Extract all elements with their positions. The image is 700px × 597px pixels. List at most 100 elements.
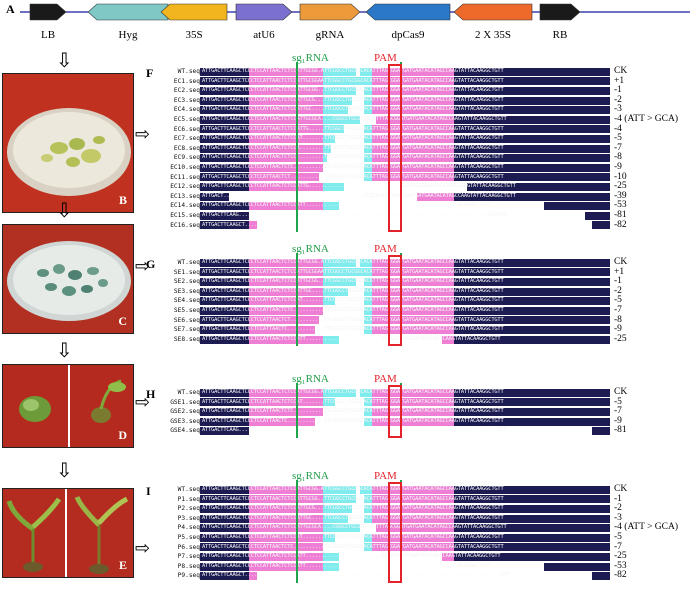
sequence-name: EC8.seq [173,144,200,152]
deletion-gap [355,388,360,397]
mutation-label: -39 [614,190,627,201]
conserved-region [249,77,348,86]
sequence-end [592,485,610,494]
sequence-text: ATTGACTTCAAGCTCCCTCCATTAACTCTCCATTGC....… [202,514,504,521]
sequence-name: SE1.seq [173,268,200,276]
deletion-gap [355,495,364,504]
right-arrow-icon: ⇨ [135,392,151,413]
mutation-label: -7 [614,541,622,552]
conserved-region [372,287,455,296]
sequence-text: ATTGACTTCAAGCTCCCTCCATTAACTCTCCAT.......… [202,135,504,142]
mutation-label: -10 [614,171,627,182]
deletion-gap [331,144,364,153]
sequence-text: ATTGACTTCAAGCTCCCTCCATTAACTCT...........… [202,316,504,323]
sequence-name: P2.seq [177,505,200,513]
deletion-gap [335,533,364,542]
sequence-name: EC5.seq [173,115,200,123]
mutation-label: -5 [614,531,622,542]
mutation-label: -1 [614,276,622,287]
construct-label: RB [552,29,568,41]
sequence-text: ATTGACTTCAAGCTCCCTCCATTAACTC............… [202,326,504,333]
sequence-bar [200,407,610,416]
mutation-label: -9 [614,161,622,172]
sgrna-marker-line [296,62,298,233]
photo-letter-d: D [118,428,127,442]
conserved-region [249,316,319,325]
sequence-text: ATTGACTTCAAGCTCCCTCCATTAACTCTCCATTG.....… [202,183,516,190]
construct-diagram [20,3,690,21]
conserved-region [372,258,455,267]
conserved-region [249,106,348,115]
variable-region [323,524,373,533]
sequence-end [592,514,610,523]
sequence-text: ATTGACTTCAAGCTCCCTCCATTAACTCTCC.........… [202,154,504,161]
right-arrow-icon: ⇨ [135,538,151,559]
sequence-name: EC2.seq [173,87,200,95]
sequence-name: WT.seq [177,259,200,266]
photo-letter-b: B [118,193,127,207]
deletion-gap [359,115,377,124]
conserved-region [249,543,323,552]
conserved-region [249,325,315,334]
conserved-region [372,268,455,277]
conserved-region [249,524,348,533]
mutation-label: -5 [614,396,622,407]
sequence-end [592,106,610,115]
photo-d: D [2,364,134,448]
sequence-end [592,407,610,416]
sequence-name: EC16.seq [170,221,200,229]
sequence-end [592,552,610,561]
sequence-text: ATTGACTTCAAGCTCCCTCCATTAACTCTCCATTGCGG..… [202,87,504,94]
mutation-label: -2 [614,94,622,105]
sequence-bar [200,543,610,552]
conserved-region [372,485,455,494]
panel-letter-a: A [6,2,15,16]
sequence-text: ATTGACTTCAAGCTCCCTCCATTAACTCTCCATTGCGG.A… [202,486,504,492]
sequence-bar [200,417,610,426]
sequence-bar [200,297,610,306]
sequence-text: ATTGACTTCAAGCT..........................… [202,221,504,228]
sequence-end [592,335,610,344]
sequence-bar [200,268,610,277]
sequence-name: WT.seq [177,486,200,493]
sequence-end [592,125,610,134]
sequence-end [592,277,610,286]
sequence-name: P7.seq [177,553,200,561]
sequence-bar [200,325,610,334]
deletion-gap [355,86,364,95]
conserved-region [372,417,455,426]
conserved-region [417,192,455,201]
sgrna-marker-line [296,383,298,438]
deletion-gap [249,211,586,220]
mutation-label: CK [614,257,628,267]
sgrna-label: sg₁RNA [292,470,329,482]
sequence-end [592,297,610,306]
sequence-bar [200,202,610,211]
sequence-text: ATTGACTTCAAG............................… [202,427,507,434]
sequence-bar [200,552,610,561]
sequence-text: ATTGACTTCAAGCTCCCTCCATTAACTCTC..........… [202,163,504,170]
sequence-bar [200,154,610,163]
panel-letter-h: H [146,387,156,401]
sequence-end [592,144,610,153]
sequence-name: SE5.seq [173,306,200,314]
sequence-name: EC10.seq [170,163,200,171]
sequence-text: ATTGACTTCAAGCTCCCTCCATTAACTCTCCATTG.....… [202,125,504,132]
sequence-bar [200,524,610,533]
construct-element-2-x-35s [453,3,533,21]
conserved-region [249,86,348,95]
sequence-name: P3.seq [177,514,200,522]
sequence-name: GSE1.seq [170,398,200,406]
